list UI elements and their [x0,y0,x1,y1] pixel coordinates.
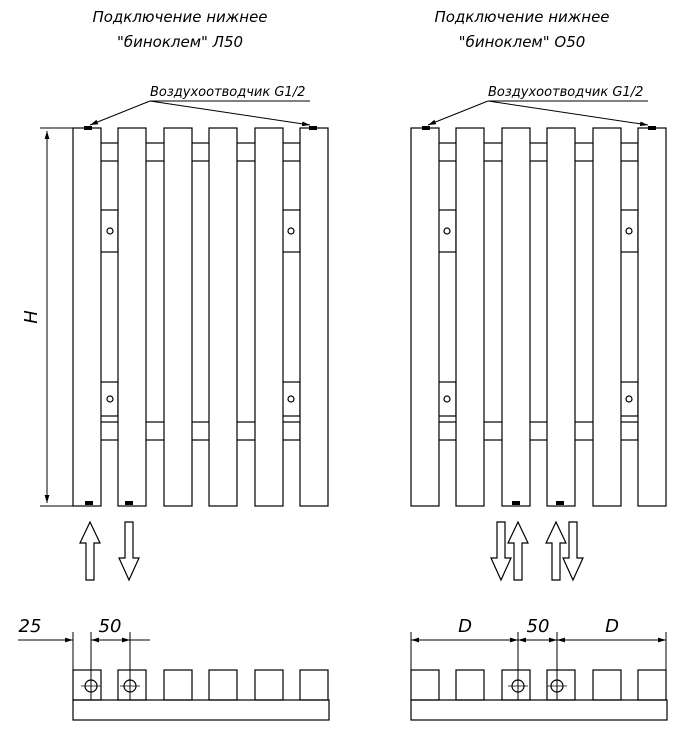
mount-hole [625,395,633,403]
radiator-section [254,127,284,507]
mount-hole [625,227,633,235]
mount-hole [106,395,114,403]
section-bottom [299,669,329,701]
air-vent-marker [309,126,317,130]
right-d-dimension-right: D [605,616,619,637]
right-bracket [437,209,457,253]
section-bottom [501,669,531,701]
left-vent-markers [84,126,317,505]
right-bottom-view [410,669,668,721]
section-bottom [163,669,193,701]
right-vent-markers [422,126,656,505]
air-vent-marker [422,126,430,130]
air-vent-marker [648,126,656,130]
mount-hole [287,395,295,403]
flow-in-arrow [79,520,101,581]
left-bottom-view [72,669,330,721]
radiator-section [163,127,193,507]
right-vent-leader [427,100,649,127]
right-radiator-front [410,127,667,507]
flow-out-arrow [118,521,140,582]
left-flow-arrows [79,520,140,582]
port-marker [125,501,133,505]
section-bottom [254,669,284,701]
radiator-section [637,127,667,507]
base-plate [72,699,330,721]
left-offset-dimension: 25 [19,616,42,637]
left-vent-leader [89,100,311,127]
flow-out-arrow [562,521,584,582]
section-bottom [637,669,667,701]
air-vent-marker [84,126,92,130]
right-bottom-dimensions [410,632,667,700]
left-spacing-dimension: 50 [99,616,122,637]
section-bottom [546,669,576,701]
left-bracket [99,381,119,417]
radiator-section [117,127,147,507]
mount-hole [106,227,114,235]
port-marker [556,501,564,505]
right-bracket [437,381,457,417]
left-title-line1: Подключение нижнее [92,8,267,26]
section-bottom [117,669,147,701]
radiator-section [501,127,531,507]
mount-hole [443,395,451,403]
right-d-dimension-left: D [458,616,472,637]
left-bracket [99,209,119,253]
radiator-section [299,127,329,507]
radiator-section [546,127,576,507]
left-bottom-dimensions [18,632,150,700]
radiator-section [208,127,238,507]
height-dimension [40,127,73,507]
right-flow-arrows [490,520,584,582]
right-bracket [619,209,639,253]
section-bottom [592,669,622,701]
height-label: H [21,310,42,324]
section-bottom [410,669,440,701]
right-title-line1: Подключение нижнее [434,8,609,26]
port-marker [85,501,93,505]
right-bracket [619,381,639,417]
radiator-section [410,127,440,507]
left-bracket [281,209,301,253]
mount-hole [443,227,451,235]
section-bottom [72,669,102,701]
left-radiator-front [72,127,329,507]
right-title-line2: "биноклем" О50 [459,33,586,51]
flow-in-arrow [507,520,529,581]
left-bracket [281,381,301,417]
base-plate [410,699,668,721]
section-bottom [208,669,238,701]
flow-out-arrow [490,521,512,582]
radiator-section [592,127,622,507]
right-spacing-dimension: 50 [527,616,550,637]
section-bottom [455,669,485,701]
left-air-vent-label: Воздухоотводчик G1/2 [150,85,305,100]
radiator-section [455,127,485,507]
flow-in-arrow [545,520,567,581]
mount-hole [287,227,295,235]
port-marker [512,501,520,505]
radiator-section [72,127,102,507]
left-title-line2: "биноклем" Л50 [117,33,243,51]
right-air-vent-label: Воздухоотводчик G1/2 [488,85,643,100]
